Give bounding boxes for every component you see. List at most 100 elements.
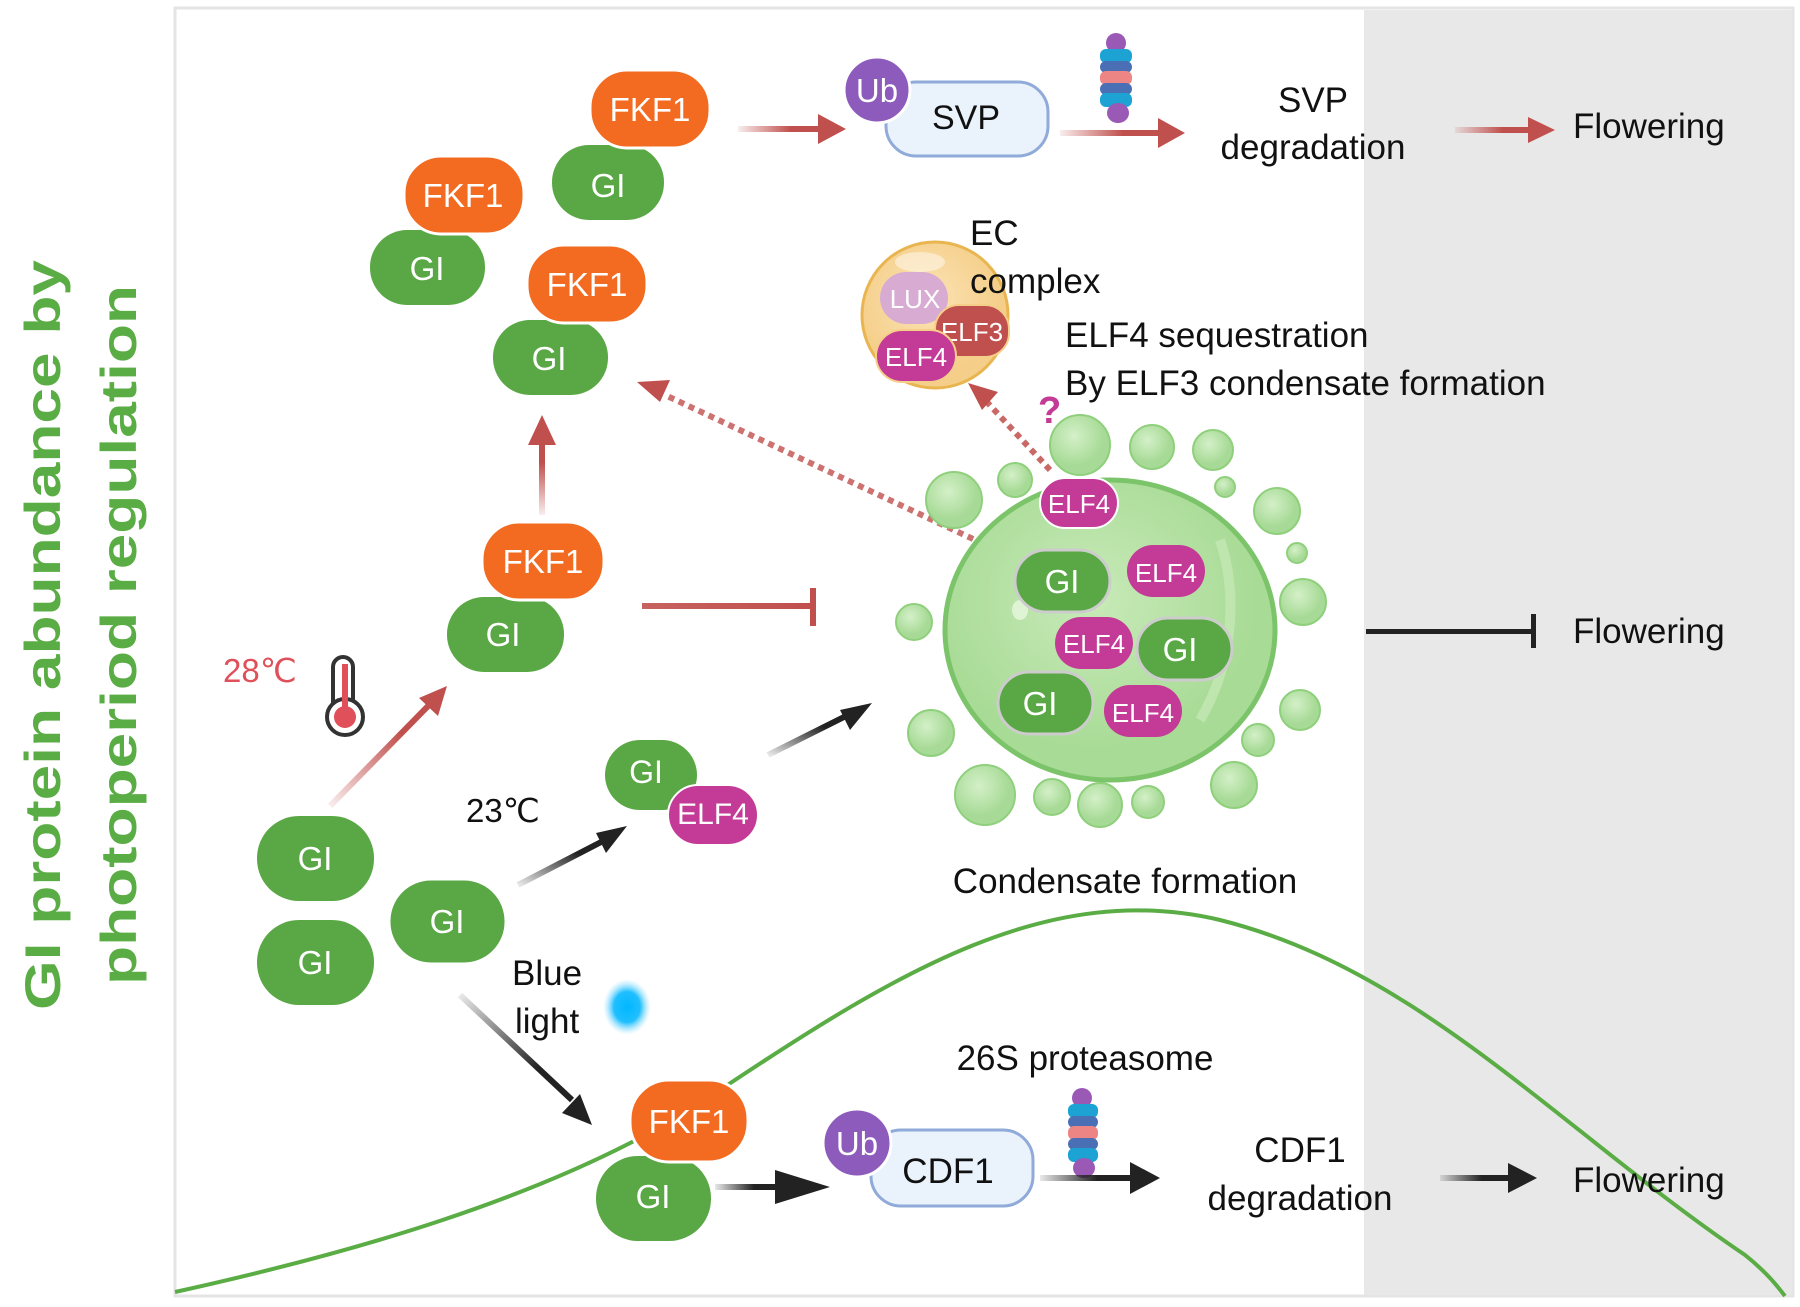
arrow-blue-light	[457, 992, 592, 1125]
small-droplet	[895, 603, 933, 641]
arrow-up-to-fkf1-gi	[528, 415, 556, 515]
arrow-to-cdf1-degradation	[1040, 1162, 1160, 1194]
elf4-label: ELF4	[1112, 698, 1174, 728]
fkf1-gi-complex-top-mid: GI FKF1	[493, 243, 649, 395]
arrow-to-svp-degradation	[1060, 118, 1185, 148]
condensate-contents: ELF4 GI ELF4 ELF4 GI GI ELF4	[996, 477, 1234, 737]
small-droplet	[1077, 782, 1123, 828]
small-droplet	[1033, 778, 1071, 816]
gi-label: GI	[298, 944, 333, 981]
elf4-label: ELF4	[885, 342, 947, 372]
ub-circle	[842, 55, 912, 125]
inhibition-to-flowering	[1366, 614, 1536, 648]
question-mark-ec: ?	[1038, 390, 1061, 432]
small-droplet	[925, 471, 983, 529]
small-droplet	[1129, 424, 1175, 470]
flowering-label-bottom: Flowering	[1573, 1161, 1725, 1200]
fkf1-label: FKF1	[610, 91, 691, 128]
gi-free-1: GI	[257, 816, 374, 901]
small-droplet	[1253, 487, 1301, 535]
temperature-28c: 28℃	[223, 652, 297, 689]
arrow-23c	[516, 826, 627, 888]
small-droplet	[1286, 542, 1308, 564]
dotted-arrow-to-fkf1-gi	[637, 380, 1005, 556]
small-droplet	[1279, 578, 1327, 626]
elf4-label: ELF4	[677, 798, 749, 831]
small-droplet	[1049, 414, 1111, 476]
cdf1-degradation-line2: degradation	[1208, 1179, 1393, 1218]
dotted-arrow-to-ec	[968, 383, 1053, 473]
small-droplet	[954, 764, 1016, 826]
ub-svp-complex: Ub SVP	[842, 55, 1050, 158]
blue-light-line1: Blue	[512, 954, 582, 993]
arrow-to-condensate	[766, 703, 872, 758]
temperature-23c: 23℃	[466, 792, 540, 829]
gi-label: GI	[1023, 685, 1058, 722]
gi-label: GI	[486, 616, 521, 653]
gi-abundance-curve	[174, 908, 1787, 1298]
inhibition-to-condensate	[642, 588, 816, 626]
fkf1-gi-complex-blue-light: GI FKF1	[596, 1078, 750, 1241]
elf4-sequestration-line1: ELF4 sequestration	[1065, 316, 1369, 355]
elf4-label: ELF4	[1135, 558, 1197, 588]
small-droplet	[997, 462, 1033, 498]
fkf1-label: FKF1	[503, 543, 584, 580]
thermometer-icon	[325, 655, 365, 737]
blue-light-line2: light	[515, 1002, 579, 1041]
elf4-sequestration-line2: By ELF3 condensate formation	[1065, 364, 1546, 403]
small-droplet	[1279, 689, 1321, 731]
arrow-to-cdf1	[715, 1170, 830, 1204]
gi-label: GI	[1045, 563, 1080, 600]
gi-label: GI	[1163, 631, 1198, 668]
svp-label: SVP	[932, 99, 1000, 137]
arrow-cdf1-to-flowering	[1440, 1163, 1537, 1193]
gi-label: GI	[591, 167, 626, 204]
proteasome-icon	[1068, 1088, 1098, 1178]
elf4-label: ELF4	[1048, 489, 1110, 519]
gi-elf4-complex: GI ELF4	[605, 740, 759, 846]
small-droplet	[1241, 723, 1275, 757]
arrow-svp-to-flowering	[1455, 117, 1555, 143]
gray-panel	[1364, 10, 1792, 1295]
arrow-to-svp	[738, 114, 846, 144]
condensate-formation-label: Condensate formation	[953, 862, 1297, 901]
arrow-28c	[327, 686, 447, 809]
gi-label: GI	[298, 840, 333, 877]
ub-label: Ub	[836, 1125, 878, 1162]
svp-degradation-line1: SVP	[1278, 81, 1348, 120]
gi-label: GI	[629, 754, 663, 790]
side-title: GI protein abundance by photoperiod regu…	[15, 260, 147, 1010]
fkf1-label: FKF1	[649, 1103, 730, 1140]
flowering-label-top: Flowering	[1573, 107, 1725, 146]
proteasome-icon	[1100, 33, 1132, 123]
fkf1-gi-complex-28c: GI FKF1	[447, 520, 606, 672]
small-droplet	[1192, 429, 1234, 471]
gi-label: GI	[532, 340, 567, 377]
flowering-label-middle: Flowering	[1573, 612, 1725, 651]
fkf1-label: FKF1	[423, 177, 504, 214]
fkf1-gi-complex-top-right: GI FKF1	[552, 68, 712, 220]
fkf1-label: FKF1	[547, 266, 628, 303]
small-droplet	[907, 709, 955, 757]
gi-free-3: GI	[387, 877, 508, 966]
blue-light-icon	[603, 979, 651, 1035]
svp-degradation-line2: degradation	[1221, 128, 1406, 167]
ec-complex-line1: EC	[970, 214, 1019, 253]
ec-complex: LUX ELF3 ELF4	[860, 240, 1010, 390]
gi-label: GI	[636, 1178, 671, 1215]
cdf1-label: CDF1	[902, 1152, 993, 1191]
gi-label: GI	[410, 250, 445, 287]
lux-label: LUX	[890, 284, 941, 314]
ub-label: Ub	[856, 72, 898, 109]
ub-circle	[821, 1107, 893, 1179]
ub-cdf1-complex: Ub CDF1	[821, 1107, 1035, 1208]
proteasome-label: 26S proteasome	[957, 1039, 1214, 1078]
ec-complex-line2: complex	[970, 262, 1101, 301]
condensate-droplets	[895, 414, 1327, 828]
side-title-line1: GI protein abundance by	[15, 260, 71, 1010]
gi-label: GI	[430, 903, 465, 940]
cdf1-degradation-line1: CDF1	[1254, 1131, 1345, 1170]
gi-free-2: GI	[257, 920, 374, 1005]
elf4-label: ELF4	[1063, 629, 1125, 659]
